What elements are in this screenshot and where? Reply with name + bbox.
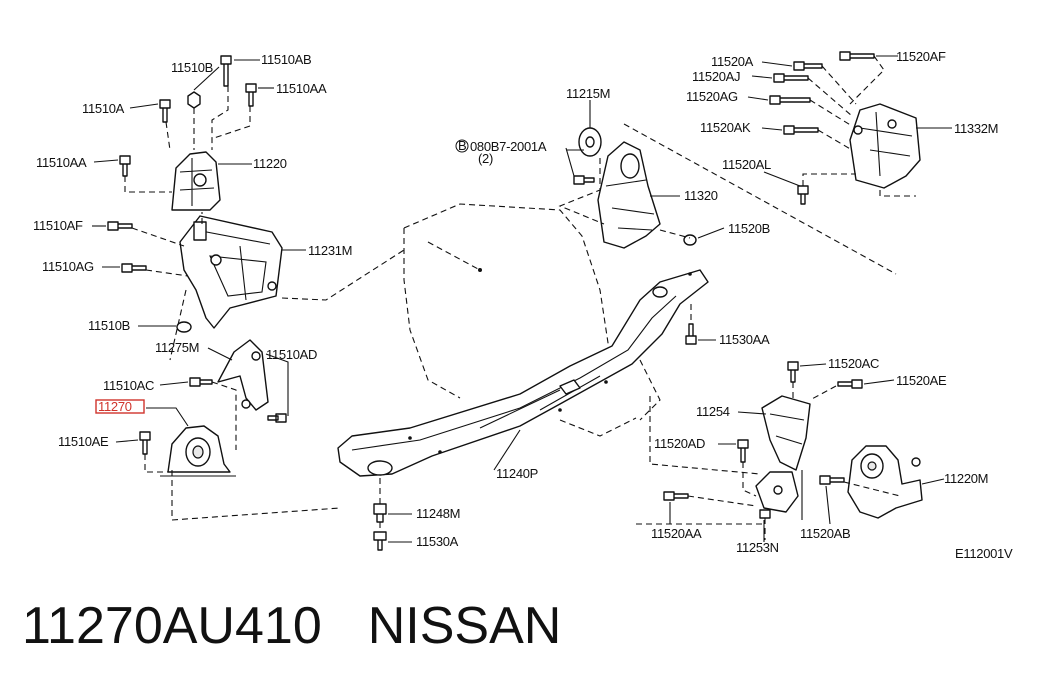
label-11520ab: 11520AB (800, 526, 850, 541)
part-number: 11270AU410 (22, 597, 322, 655)
label-11520ac: 11520AC (828, 356, 879, 371)
label-11253n: 11253N (736, 540, 779, 555)
label-11220m: 11220M (944, 471, 988, 486)
label-11520al: 11520AL (722, 157, 771, 172)
label-11530a: 11530A (416, 534, 459, 549)
bracket-11231m-icon (179, 215, 283, 329)
label-11520ak: 11520AK (700, 120, 751, 135)
leader-lines (92, 55, 952, 543)
bolt-11520a-icon (793, 61, 823, 71)
mount-11270-assembly (139, 339, 341, 521)
nut-11510b-icon (187, 91, 201, 109)
bolt-11510a-icon (159, 99, 171, 123)
label-080b7: 080B7-2001A (470, 139, 547, 154)
label-11320: 11320 (684, 188, 718, 203)
bolt-ref-circle-icon (455, 139, 469, 153)
bolt-080b7-icon (573, 175, 595, 185)
bolt-11520ag-icon (769, 95, 811, 105)
nut-11253n-icon (759, 509, 771, 519)
label-11510ac: 11510AC (103, 378, 154, 393)
bracket-11275m-icon (217, 339, 269, 411)
bolt-11510ag-icon (121, 263, 147, 273)
label-11510aa-mid: 11510AA (36, 155, 87, 170)
bolt-11520aj-icon (773, 73, 809, 83)
nut-11248m-icon (373, 503, 387, 523)
label-11248m: 11248M (416, 506, 460, 521)
label-bolt-qty: (2) (478, 151, 493, 166)
label-11510a: 11510A (82, 101, 125, 116)
label-11510af: 11510AF (33, 218, 83, 233)
label-11510aa-top: 11510AA (276, 81, 327, 96)
nut-11520b-icon (683, 234, 697, 246)
bolt-11510aa-icon (245, 83, 257, 107)
diagram-code: E112001V (955, 546, 1013, 561)
brand-name: NISSAN (367, 597, 562, 655)
label-11215m: 11215M (566, 86, 610, 101)
label-11520b: 11520B (728, 221, 770, 236)
bolt-11520ac-icon (787, 361, 799, 383)
parts-diagram: 11510B 11510AB 11510AA 11510A 11510AA 11… (33, 49, 1013, 561)
bolt-11530aa-icon (685, 323, 697, 345)
label-11231m: 11231M (308, 243, 352, 258)
label-11220: 11220 (253, 156, 287, 171)
caption: 11270AU410 NISSAN (22, 596, 561, 656)
bolt-11520ad-icon (737, 439, 749, 463)
washer-11510b-icon (176, 321, 192, 333)
mount-11220-assembly (107, 55, 405, 361)
label-11510b: 11510B (171, 60, 213, 75)
bolt-11530a-icon (373, 531, 387, 551)
label-11332m: 11332M (954, 121, 998, 136)
label-11270: 11270 (98, 399, 132, 414)
bolt-11510af-icon (107, 221, 133, 231)
bracket-11254-icon (761, 395, 811, 471)
mount-11320-assembly (558, 123, 897, 275)
engine-block-outline (403, 203, 661, 437)
label-11510ab: 11510AB (261, 52, 311, 67)
bolt-11520ae-icon (837, 379, 863, 389)
bolt-11520af-icon (839, 51, 875, 61)
label-bolt-b: B (458, 138, 466, 153)
highlight-box-11270 (95, 399, 145, 414)
label-11520aa: 11520AA (651, 526, 702, 541)
label-11520a: 11520A (711, 54, 754, 69)
label-11510b-low: 11510B (88, 318, 130, 333)
bolt-11520al-icon (797, 185, 809, 205)
crossmember-11240p (337, 269, 709, 551)
label-11520ad: 11520AD (654, 436, 705, 451)
bracket-11332m-assembly (769, 51, 921, 205)
label-11510ae: 11510AE (58, 434, 109, 449)
label-11510ag: 11510AG (42, 259, 94, 274)
label-11520aj: 11520AJ (692, 69, 740, 84)
label-11275m: 11275M (155, 340, 199, 355)
bolt-11510ae-icon (139, 431, 151, 455)
label-11530aa: 11530AA (719, 332, 770, 347)
mount-11220m-assembly (636, 361, 923, 540)
label-11240p: 11240P (496, 466, 538, 481)
bolt-11510ad-icon (267, 413, 287, 423)
bolt-11510ac-icon (189, 377, 213, 387)
bolt-11510aa-mid-icon (119, 155, 131, 177)
label-11254: 11254 (696, 404, 730, 419)
label-11520af: 11520AF (896, 49, 946, 64)
bracket-11332m-icon (849, 103, 921, 189)
bolt-11520ak-icon (783, 125, 819, 135)
engine-mount-11320-icon (597, 141, 661, 249)
crossmember-11240p-icon (337, 269, 709, 477)
label-11510ad: 11510AD (266, 347, 317, 362)
label-11520ag: 11520AG (686, 89, 738, 104)
part-labels: 11510B 11510AB 11510AA 11510A 11510AA 11… (33, 49, 1013, 561)
bolt-11510ab-icon (220, 55, 232, 87)
bolt-11520aa-icon (663, 491, 689, 501)
label-11520ae: 11520AE (896, 373, 947, 388)
bolt-11520ab-icon (819, 475, 845, 485)
engine-mount-11220m-icon (847, 445, 923, 519)
